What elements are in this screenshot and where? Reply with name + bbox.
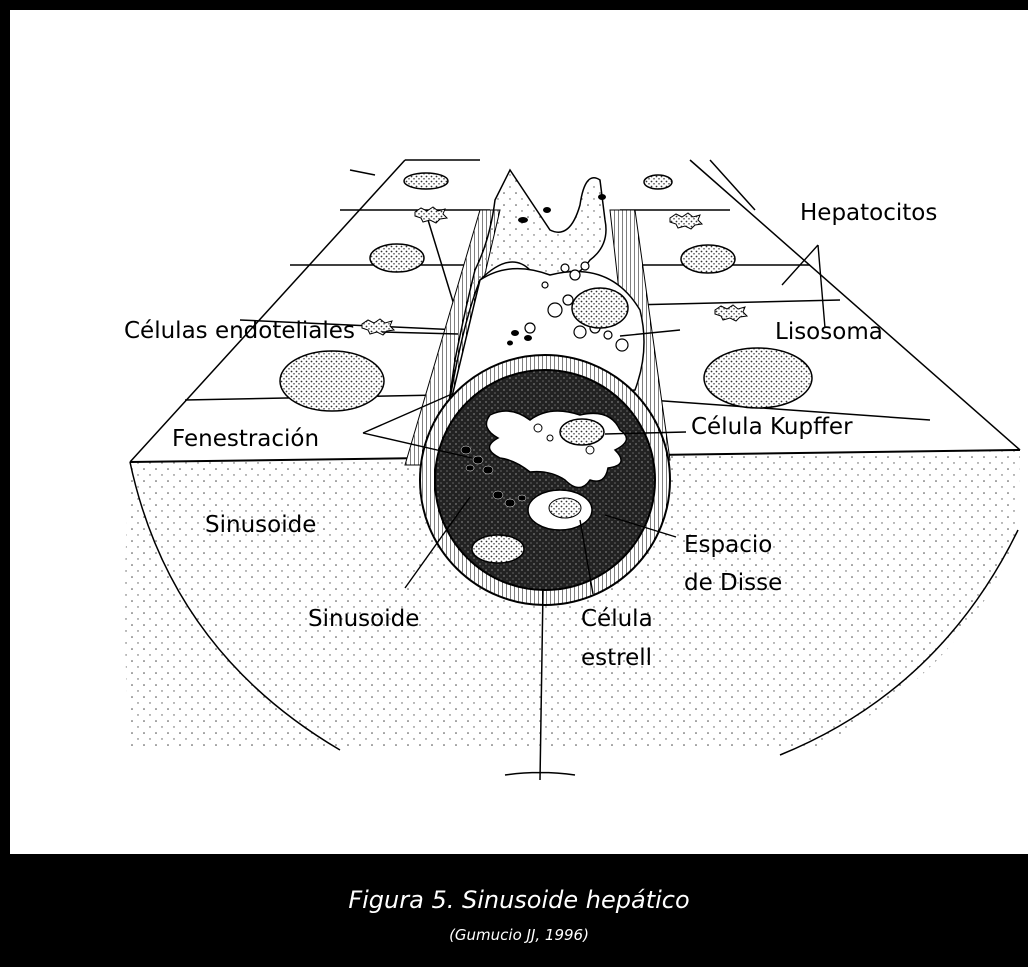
- red-blood-cell: [472, 535, 524, 563]
- label-lisosoma: Lisosoma: [775, 317, 883, 347]
- figure-caption: Figura 5. Sinusoide hepático (Gumucio JJ…: [10, 854, 1028, 967]
- label-hepatocitos: Hepatocitos: [800, 198, 937, 228]
- label-celula-kupffer: Célula Kupffer: [691, 412, 853, 442]
- label-celulas-endoteliales: Células endoteliales: [124, 316, 355, 346]
- caption-source: (Gumucio JJ, 1996): [10, 926, 1028, 944]
- label-sinusoide-bottom: Sinusoide: [308, 604, 419, 634]
- label-sinusoide-left: Sinusoide: [205, 510, 316, 540]
- sinusoid-lumen: [435, 370, 655, 590]
- label-espacio-disse-1: Espacio: [684, 530, 772, 560]
- figure-frame: Hepatocitos Células endoteliales Lisosom…: [10, 10, 1028, 854]
- label-celula-estrellada-1: Célula: [581, 604, 653, 634]
- label-fenestracion: Fenestración: [172, 424, 319, 454]
- label-celula-estrellada-2: estrell: [581, 643, 652, 673]
- kupffer-nucleus: [560, 419, 604, 445]
- caption-title: Figura 5. Sinusoide hepático: [10, 886, 1028, 914]
- label-espacio-disse-2: de Disse: [684, 568, 782, 598]
- stellate-nucleus: [549, 498, 581, 518]
- endothelial-nucleus: [572, 288, 628, 328]
- liver-sinusoid-illustration: [10, 10, 1028, 854]
